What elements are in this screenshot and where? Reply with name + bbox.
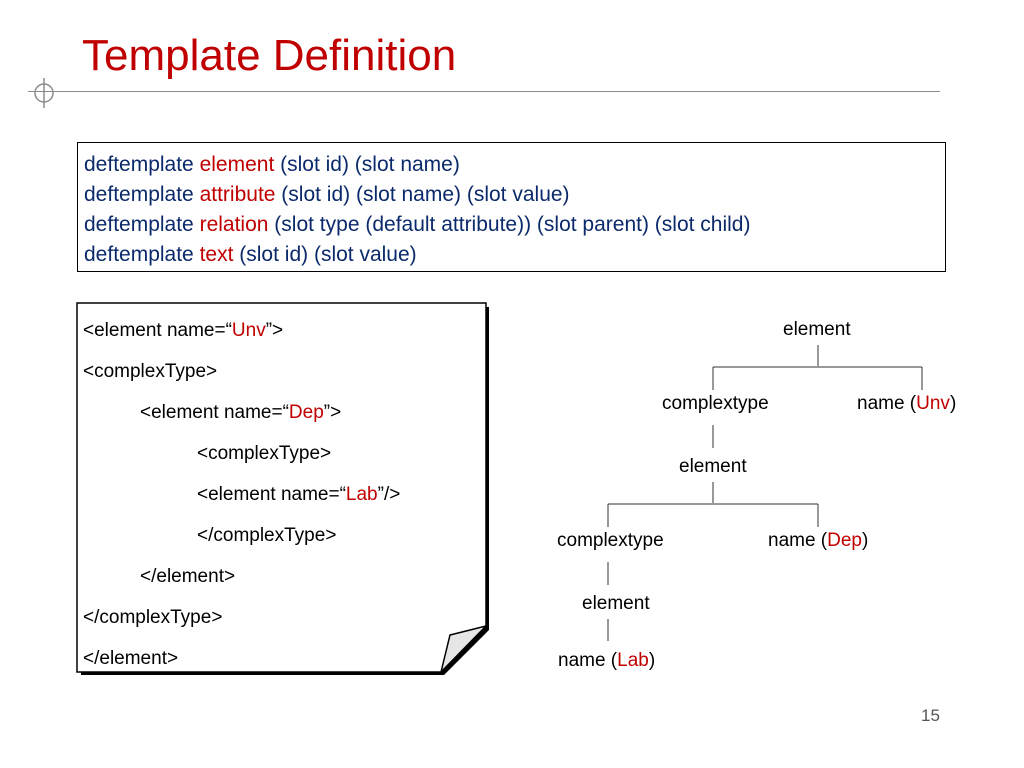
xml-line: <element name=“Dep”> <box>140 402 342 423</box>
document-shape <box>76 302 489 675</box>
tree-node-root-element: element <box>783 319 851 340</box>
xml-line: <element name=“Lab”/> <box>197 484 401 505</box>
def-line-attribute: deftemplate attribute (slot id) (slot na… <box>84 180 945 210</box>
xml-line: </complexType> <box>197 525 337 546</box>
tree-node-name-dep: name (Dep) <box>768 530 869 551</box>
def-rest: (slot type (default attribute)) (slot pa… <box>268 213 751 236</box>
xml-document-panel: <element name=“Unv”> <complexType> <elem… <box>76 302 489 675</box>
slide-title: Template Definition <box>82 31 457 80</box>
xml-line: </element> <box>140 566 236 587</box>
crosshair-icon <box>34 78 54 108</box>
xml-line: <complexType> <box>197 443 332 464</box>
page-number: 15 <box>921 706 940 725</box>
def-prefix: deftemplate <box>84 243 200 266</box>
tree-node-name-unv: name (Unv) <box>857 393 957 414</box>
xml-line: </element> <box>83 648 179 669</box>
def-keyword: relation <box>199 213 269 236</box>
tree-node-element: element <box>679 456 747 477</box>
def-rest: (slot id) (slot name) (slot value) <box>275 183 570 206</box>
xml-line: <element name=“Unv”> <box>83 320 284 341</box>
tree-node-complextype: complextype <box>557 530 664 551</box>
def-keyword: text <box>199 243 234 266</box>
def-line-text: deftemplate text (slot id) (slot value) <box>84 240 945 270</box>
def-rest: (slot id) (slot name) <box>274 153 460 176</box>
xml-line: </complexType> <box>83 607 223 628</box>
def-line-element: deftemplate element (slot id) (slot name… <box>84 150 945 180</box>
def-prefix: deftemplate <box>84 213 200 236</box>
def-prefix: deftemplate <box>84 153 200 176</box>
tree-node-name-lab: name (Lab) <box>558 650 656 671</box>
title-rule <box>28 91 940 92</box>
def-prefix: deftemplate <box>84 183 200 206</box>
def-keyword: attribute <box>199 183 276 206</box>
def-keyword: element <box>199 153 275 176</box>
tree-node-element: element <box>582 593 650 614</box>
def-rest: (slot id) (slot value) <box>233 243 417 266</box>
tree-node-complextype: complextype <box>662 393 769 414</box>
xml-line: <complexType> <box>83 361 218 382</box>
def-line-relation: deftemplate relation (slot type (default… <box>84 210 945 240</box>
deftemplate-box: deftemplate element (slot id) (slot name… <box>77 142 946 272</box>
